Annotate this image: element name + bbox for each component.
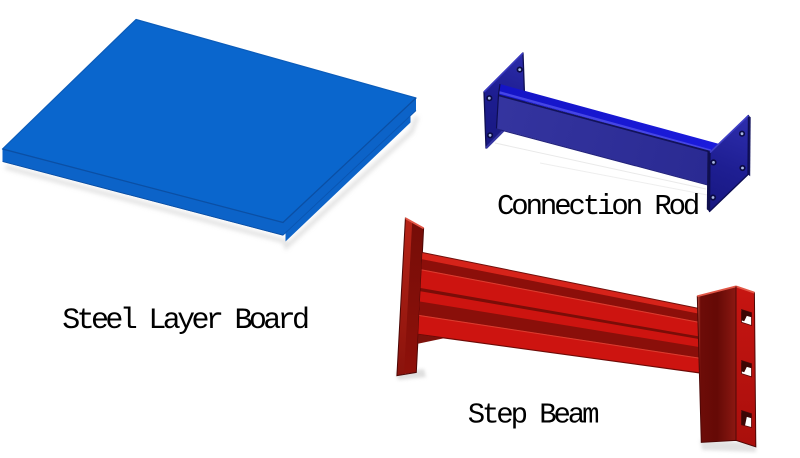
svg-text:Step Beam: Step Beam <box>468 399 598 432</box>
svg-text:Steel Layer Board: Steel Layer Board <box>62 304 308 338</box>
svg-text:Connection Rod: Connection Rod <box>497 190 698 223</box>
